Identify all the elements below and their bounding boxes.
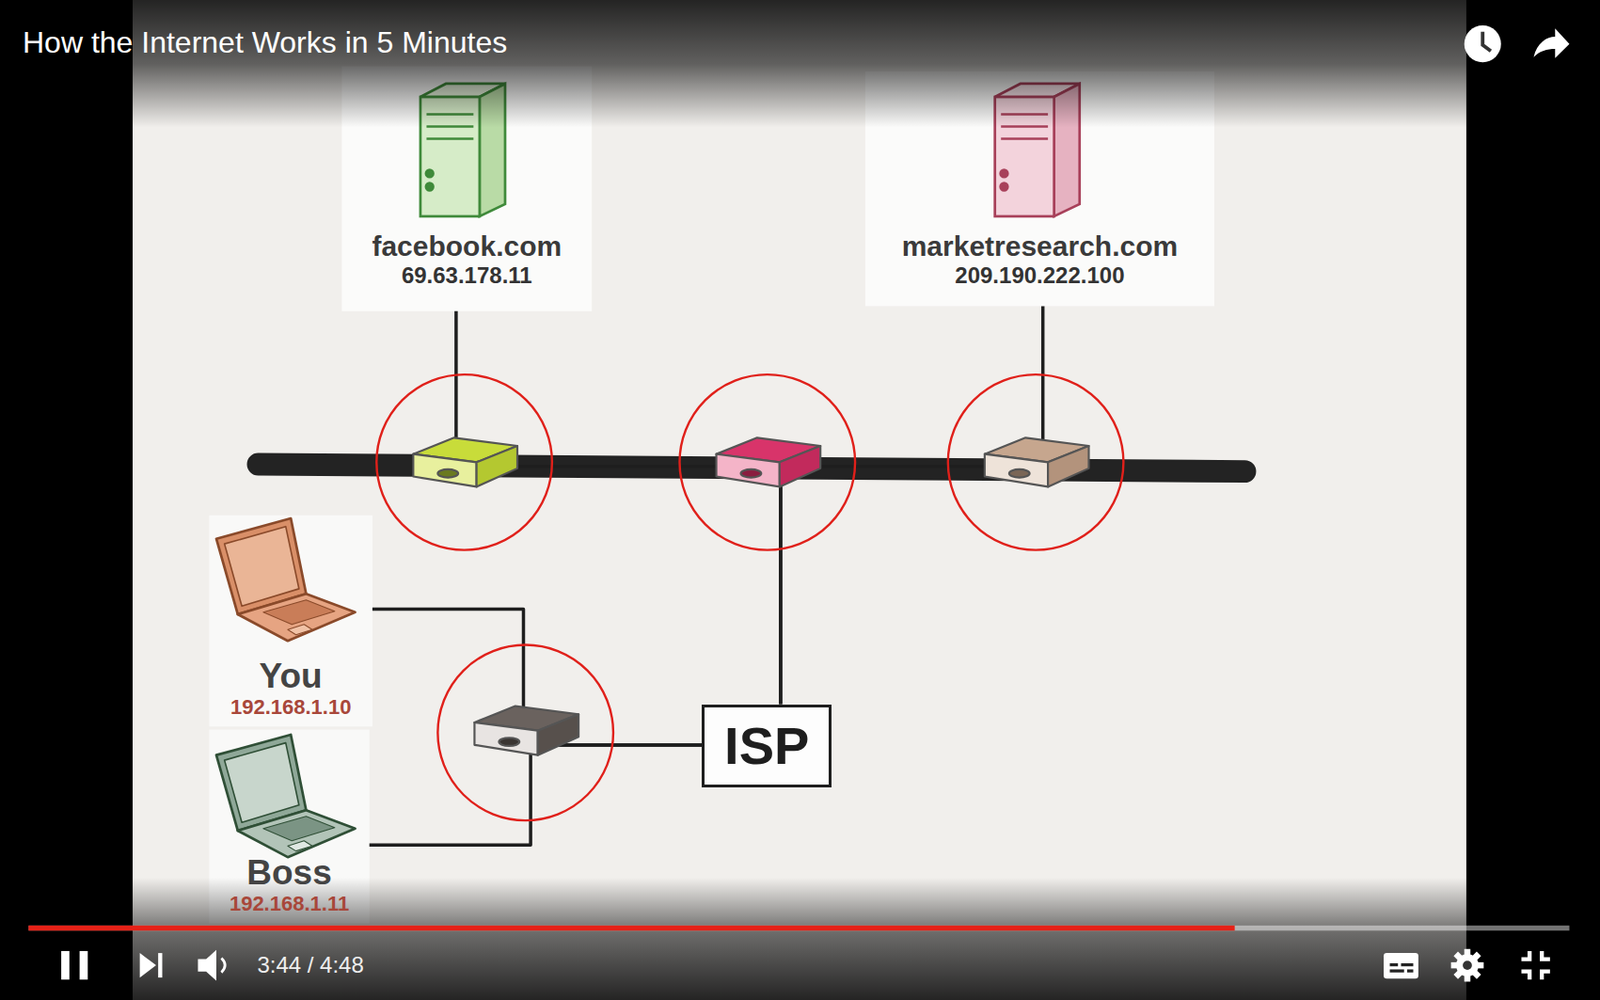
server-card: marketresearch.com209.190.222.100 — [865, 71, 1215, 307]
next-icon — [140, 952, 163, 978]
whiteboard — [132, 0, 1467, 1000]
pause-icon — [61, 950, 88, 980]
laptop-display — [224, 526, 300, 607]
domain-name: marketresearch.com — [902, 230, 1179, 263]
device-name: Boss — [246, 854, 332, 892]
network-cable — [372, 609, 702, 745]
device-name: You — [259, 657, 323, 696]
network-cable — [369, 744, 703, 845]
paper-card — [208, 515, 373, 728]
router-icon — [716, 437, 822, 487]
domain-name: facebook.com — [371, 230, 562, 263]
laptop-icon — [216, 734, 356, 857]
router-light — [1009, 469, 1030, 478]
server-slot — [426, 137, 474, 141]
router-side — [1047, 445, 1089, 487]
router-side — [476, 445, 518, 487]
top-shade — [0, 0, 1600, 128]
share-icon — [1533, 28, 1569, 58]
server-led — [426, 183, 434, 191]
progress-track — [28, 925, 1569, 931]
isp-label: ISP — [724, 717, 809, 775]
router-light — [741, 469, 762, 478]
highlight-circle — [679, 374, 856, 551]
laptop-display — [224, 743, 300, 824]
paper-card — [208, 729, 369, 924]
watch-later-icon — [1464, 25, 1502, 63]
ip-address: 209.190.222.100 — [954, 262, 1125, 289]
ip-address: 69.63.178.11 — [401, 262, 533, 289]
highlight-circle — [376, 374, 553, 551]
router-front — [984, 454, 1048, 488]
server-slot — [1000, 137, 1048, 141]
server-led — [1000, 170, 1009, 178]
computer-card: You192.168.1.10 — [208, 515, 373, 728]
server-card: facebook.com69.63.178.11 — [341, 66, 592, 312]
ip-address: 192.168.1.11 — [229, 891, 349, 917]
laptop-keyboard — [263, 816, 335, 841]
router-icon — [984, 437, 1090, 487]
router-icon — [412, 437, 518, 487]
highlight-circle — [948, 374, 1125, 551]
server-led — [1000, 183, 1009, 191]
ip-address: 192.168.1.10 — [230, 695, 351, 720]
computer-card: Boss192.168.1.11 — [208, 729, 369, 919]
router-light — [437, 469, 459, 478]
laptop-base — [237, 809, 356, 857]
router-front — [474, 722, 538, 756]
laptop-icon — [216, 518, 356, 641]
subtitles-icon — [1383, 952, 1419, 979]
laptop-base — [237, 593, 356, 641]
volume-icon — [197, 950, 225, 982]
highlight-circle — [437, 645, 614, 822]
network-cable — [456, 311, 781, 705]
router-front — [412, 454, 476, 488]
time-display: 3:44 / 4:48 — [256, 951, 364, 979]
server-led — [426, 170, 434, 178]
router-front — [716, 454, 780, 488]
highlight-circles — [376, 374, 1124, 821]
router-side — [779, 445, 821, 487]
video-title: How the Internet Works in 5 Minutes — [22, 25, 507, 60]
router-side — [538, 713, 579, 755]
fullscreen-exit-icon — [1520, 950, 1550, 980]
laptop-touchpad — [287, 840, 313, 852]
router-light — [498, 737, 520, 746]
isp-box: ISP — [701, 704, 832, 789]
laptop-keyboard — [263, 600, 335, 625]
laptop-touchpad — [287, 624, 313, 635]
bottom-shade — [0, 877, 1600, 1000]
settings-icon — [1451, 949, 1485, 983]
router-icon — [474, 706, 579, 756]
network-cable — [780, 305, 1044, 704]
progress-played — [28, 925, 1235, 931]
